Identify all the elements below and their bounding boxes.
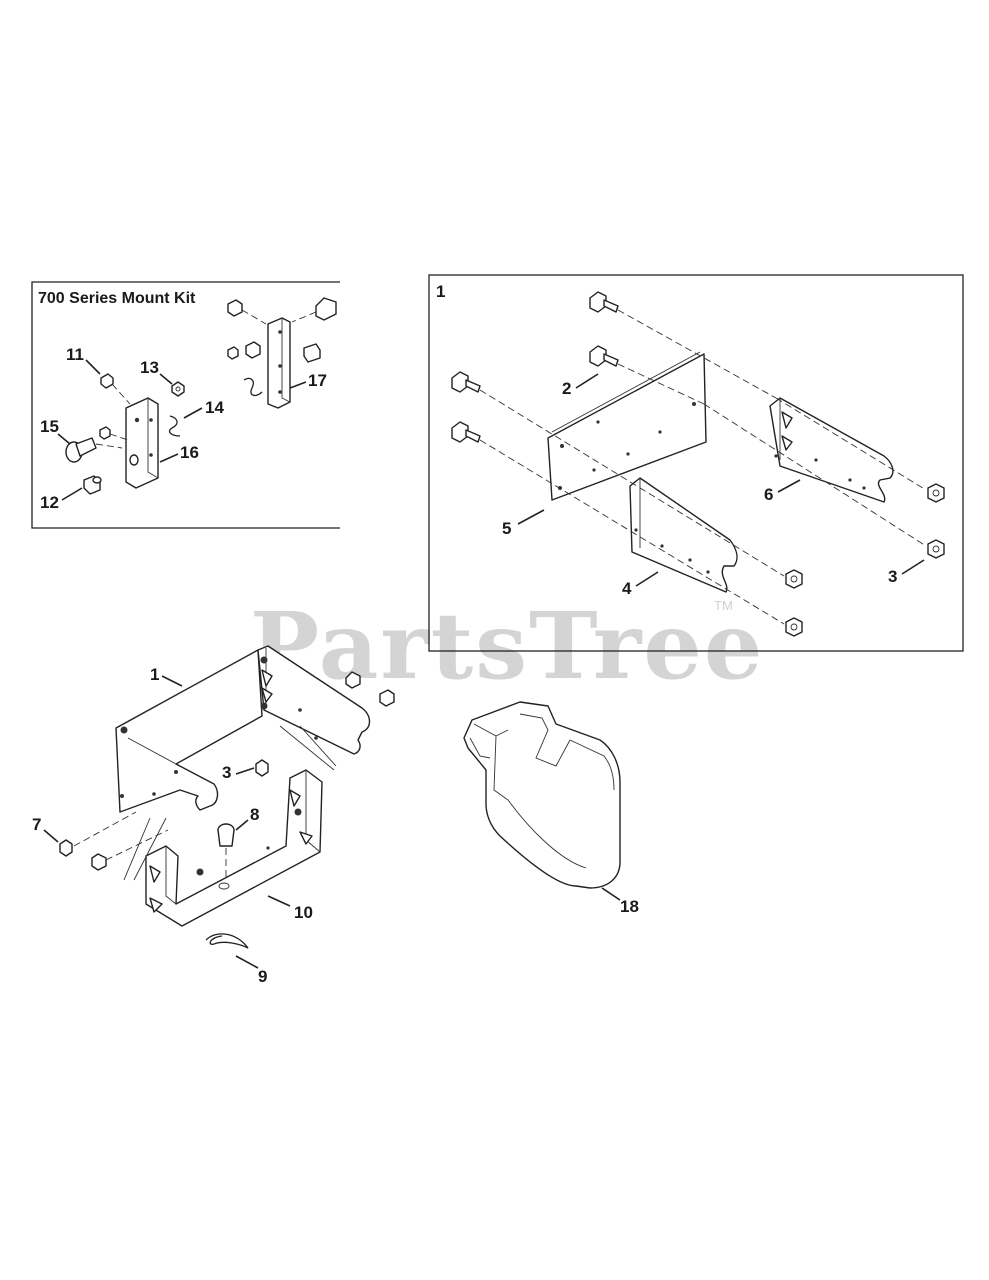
assembly-bracket-4 — [629, 477, 738, 593]
main-bolt-right-2 — [379, 689, 395, 707]
watermark: PartsTree TM — [250, 592, 764, 700]
assembly-nuts — [785, 483, 945, 637]
assembly-title: 1 — [436, 282, 445, 301]
watermark-text: PartsTree — [250, 592, 764, 700]
assembly-label-2: 2 — [562, 379, 571, 398]
main-nut-3 — [255, 759, 269, 777]
assembly-bolts — [451, 291, 619, 443]
kit-spacer-strap — [303, 343, 321, 363]
kit-strap-17 — [267, 317, 291, 409]
kit-label-16: 16 — [180, 443, 199, 462]
main-label-3: 3 — [222, 763, 231, 782]
assembly-plate-5 — [547, 351, 707, 501]
kit-label-13: 13 — [140, 358, 159, 377]
kit-bracket-plate — [125, 397, 159, 489]
kit-spacer-12 — [83, 475, 102, 495]
mount-kit-frame — [31, 281, 340, 529]
main-pin-8 — [217, 823, 235, 880]
assembly-label-5: 5 — [502, 519, 511, 538]
main-bolt-right-1 — [345, 671, 361, 689]
assembly-label-6: 6 — [764, 485, 773, 504]
kit-label-12: 12 — [40, 493, 59, 512]
suitcase-weight-18 — [463, 701, 621, 889]
mount-kit-title: 700 Series Mount Kit — [38, 290, 196, 307]
watermark-tm: TM — [714, 598, 733, 613]
assembly-label-3: 3 — [888, 567, 897, 586]
kit-bolt-top-left — [227, 299, 243, 317]
main-label-1: 1 — [150, 665, 159, 684]
kit-label-15: 15 — [40, 417, 59, 436]
weight-leader-18 — [601, 887, 621, 901]
kit-hairpin-14 — [168, 415, 181, 437]
main-assembly: 1 3 8 7 10 9 — [32, 645, 395, 986]
main-label-8: 8 — [250, 805, 259, 824]
assembly-inset: 1 — [428, 274, 964, 652]
kit-bolt-top-right — [315, 297, 337, 321]
assembly-label-4: 4 — [622, 579, 632, 598]
main-frame-1 — [115, 645, 371, 813]
kit-nut-strap — [245, 341, 261, 359]
kit-bolt-mid — [99, 426, 111, 440]
main-hairpin-9 — [205, 933, 249, 949]
kit-bolt-small — [227, 346, 239, 360]
kit-nut-13 — [171, 381, 185, 397]
main-label-7: 7 — [32, 815, 41, 834]
kit-bolt-11 — [100, 373, 131, 405]
kit-clip — [243, 377, 263, 397]
kit-label-17: 17 — [308, 371, 327, 390]
kit-pin-15 — [65, 437, 123, 463]
main-tray-10 — [145, 769, 323, 927]
assembly-bracket-6 — [769, 397, 894, 503]
mount-kit-inset: 700 Series Mount Kit — [31, 281, 340, 529]
assembly-frame — [428, 274, 964, 652]
kit-label-11: 11 — [66, 345, 84, 364]
main-label-9: 9 — [258, 967, 267, 986]
kit-label-14: 14 — [205, 398, 224, 417]
main-label-10: 10 — [294, 903, 313, 922]
weight-label-18: 18 — [620, 897, 639, 916]
